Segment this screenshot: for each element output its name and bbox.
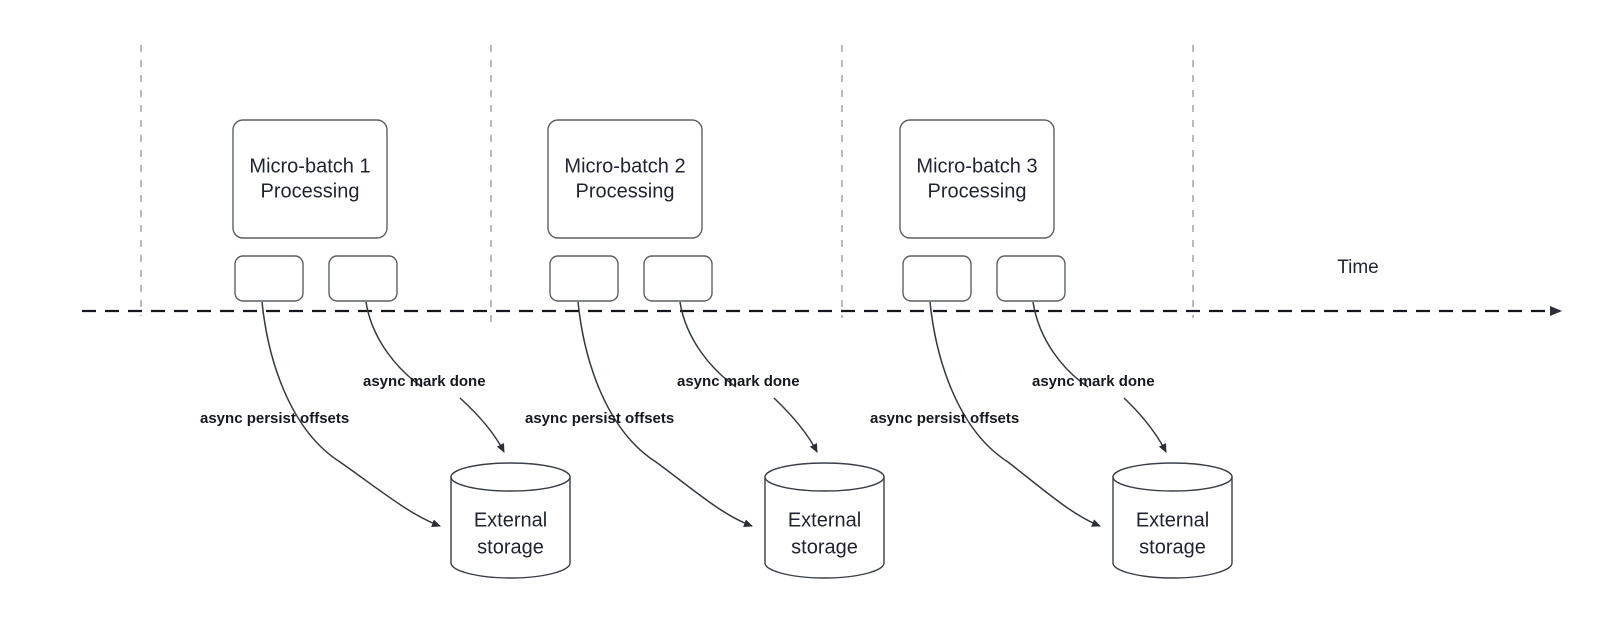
external-storage-2-label-line1: External <box>788 509 861 531</box>
edge-mark-done-1-seg1 <box>365 301 423 388</box>
edge-label-persist-offsets-3: async persist offsets <box>870 410 1019 427</box>
micro-batch-1-label-line1: Micro-batch 1 <box>249 155 370 177</box>
micro-batch-2-label-line2: Processing <box>576 180 675 202</box>
external-storage-cylinder-2[interactable]: External storage <box>764 462 885 579</box>
edge-mark-done-2-seg1 <box>679 301 737 388</box>
micro-batch-group-3: Micro-batch 3 Processing async persist o… <box>870 119 1233 579</box>
edge-mark-done-2-seg2 <box>773 397 818 453</box>
task-box-persist-2[interactable] <box>549 255 619 302</box>
cylinder-body-1 <box>450 476 571 579</box>
edge-persist-offsets-1 <box>261 301 441 527</box>
micro-batch-3-box[interactable] <box>899 119 1055 239</box>
time-axis: Time <box>82 257 1562 316</box>
edge-label-mark-done-1: async mark done <box>363 373 486 390</box>
external-storage-3-label-line2: storage <box>1139 536 1206 558</box>
edge-persist-offsets-3 <box>929 301 1101 527</box>
external-storage-1-label-line2: storage <box>477 536 544 558</box>
edge-mark-done-3-seg2 <box>1123 397 1167 453</box>
cylinder-body-2 <box>764 476 885 579</box>
external-storage-cylinder-1[interactable]: External storage <box>450 462 571 579</box>
task-box-persist-1[interactable] <box>234 255 304 302</box>
micro-batch-1-label-line2: Processing <box>261 180 360 202</box>
external-storage-3-label-line1: External <box>1136 509 1209 531</box>
cylinder-top-2 <box>764 462 885 492</box>
cylinder-top-1 <box>450 462 571 492</box>
edge-label-mark-done-2: async mark done <box>677 373 800 390</box>
task-box-persist-3[interactable] <box>902 255 972 302</box>
time-axis-label: Time <box>1337 257 1379 278</box>
micro-batch-2-label-line1: Micro-batch 2 <box>564 155 685 177</box>
external-storage-cylinder-3[interactable]: External storage <box>1112 462 1233 579</box>
external-storage-1-label-line1: External <box>474 509 547 531</box>
edge-mark-done-3-seg1 <box>1032 301 1089 388</box>
task-box-mark-2[interactable] <box>643 255 713 302</box>
task-box-mark-3[interactable] <box>996 255 1066 302</box>
task-box-mark-1[interactable] <box>328 255 398 302</box>
edge-label-mark-done-3: async mark done <box>1032 373 1155 390</box>
micro-batch-group-1: Micro-batch 1 Processing async persist o… <box>200 119 571 579</box>
micro-batch-2-box[interactable] <box>547 119 703 239</box>
edge-mark-done-1-seg2 <box>459 397 505 453</box>
batch-boundaries <box>140 45 1194 322</box>
edge-persist-offsets-2 <box>577 301 753 527</box>
external-storage-2-label-line2: storage <box>791 536 858 558</box>
micro-batch-3-label-line1: Micro-batch 3 <box>916 155 1037 177</box>
cylinder-body-3 <box>1112 476 1233 579</box>
edge-label-persist-offsets-1: async persist offsets <box>200 410 349 427</box>
micro-batch-3-label-line2: Processing <box>928 180 1027 202</box>
micro-batch-group-2: Micro-batch 2 Processing async persist o… <box>525 119 885 579</box>
cylinder-top-3 <box>1112 462 1233 492</box>
micro-batch-1-box[interactable] <box>232 119 388 239</box>
edge-label-persist-offsets-2: async persist offsets <box>525 410 674 427</box>
